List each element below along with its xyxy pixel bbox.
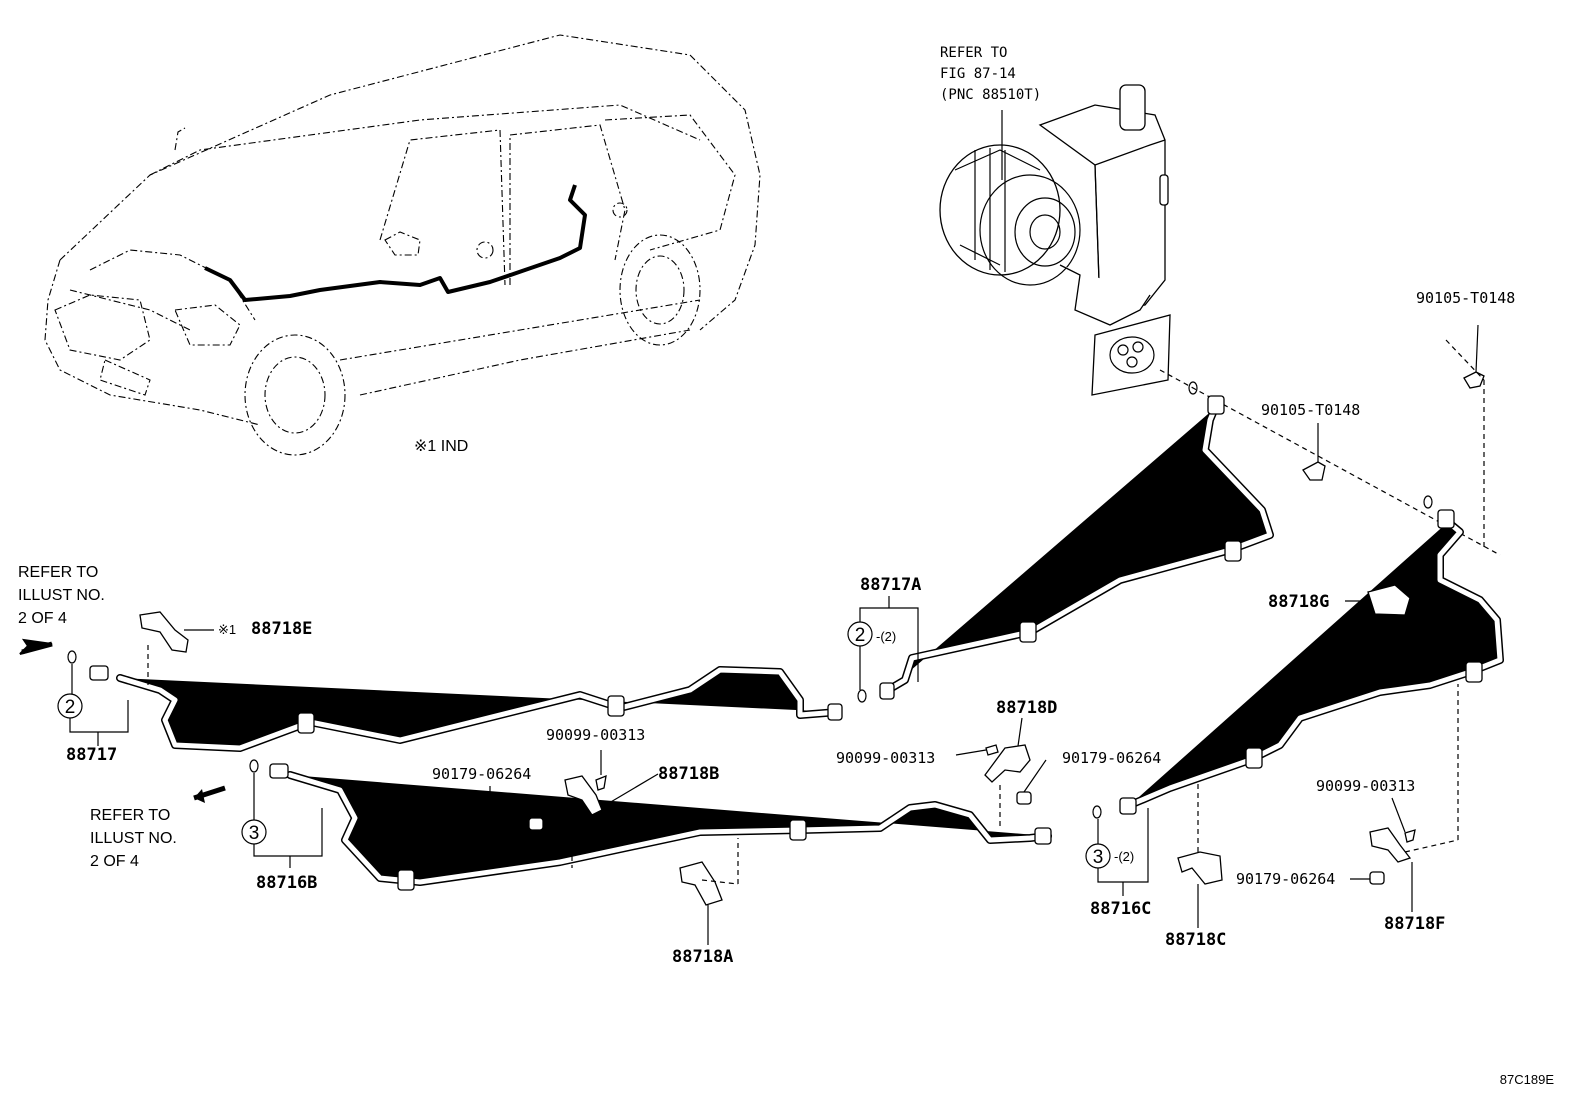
label-clip-d: 90099-00313 [836,749,935,767]
label-88718E: 88718E [251,619,312,639]
refer-illust-b-line2: ILLUST NO. [90,830,177,847]
refer-illust-a-line2: ILLUST NO. [18,587,105,604]
label-nut-d: 90179-06264 [1062,749,1161,767]
refer-fig-line3: (PNC 88510T) [940,87,1041,103]
label-88718B: 88718B [658,764,719,784]
pipes [89,395,1500,891]
qty-a: -(2) [876,629,896,644]
wire-harness [204,184,587,302]
label-88718A: 88718A [672,947,733,967]
figure-code: 87C189E [1500,1072,1555,1087]
label-nut-b: 90179-06264 [432,765,531,783]
label-88718C: 88718C [1165,930,1226,950]
label-clip-b: 90099-00313 [546,726,645,744]
vehicle-illustration [44,34,761,456]
refer-fig-line1: REFER TO [940,45,1007,61]
circle-2-mid: 2 [855,625,866,646]
mark-e: ※1 [218,622,236,637]
refer-illust-a-line3: 2 OF 4 [18,610,67,627]
circle-3-left: 3 [249,823,260,844]
label-88718D: 88718D [996,698,1057,718]
heater-unit [939,84,1171,396]
label-nut-f: 90179-06264 [1236,870,1335,888]
qty-c: -(2) [1114,849,1134,864]
label-88718F: 88718F [1384,914,1445,934]
label-88718G: 88718G [1268,592,1329,612]
circle-2-left: 2 [65,697,76,718]
footnote-ind: ※1 IND [414,438,468,455]
refer-illust-b-line3: 2 OF 4 [90,853,139,870]
label-88717: 88717 [66,745,117,765]
refer-illust-b-line1: REFER TO [90,807,170,824]
circle-3-right: 3 [1093,847,1104,868]
label-bolt-top: 90105-T0148 [1416,289,1515,307]
label-clip-f: 90099-00313 [1316,777,1415,795]
label-88716B: 88716B [256,873,317,893]
refer-illust-a-line1: REFER TO [18,564,98,581]
refer-fig-line2: FIG 87-14 [940,66,1016,82]
label-88716C: 88716C [1090,899,1151,919]
label-88717A: 88717A [860,575,921,595]
label-bolt-mid: 90105-T0148 [1261,401,1360,419]
